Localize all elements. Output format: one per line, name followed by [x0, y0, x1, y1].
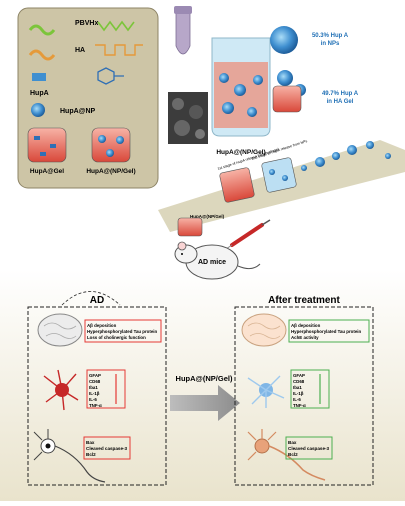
- treated-neuron-item: Bax: [288, 440, 297, 445]
- ad-neuron-item: Bcl2: [86, 452, 96, 457]
- syringe-icon: [226, 220, 270, 249]
- treatment-arrow-label: HupA@(NP/Gel): [176, 374, 233, 383]
- ad-brain-item-1: Aβ deposition: [87, 323, 117, 328]
- hupa-icon: [32, 73, 46, 81]
- treated-brain-item-2: Hyperphosphorylated Tau protein: [291, 329, 361, 334]
- ad-brain-item-2: Hyperphosphorylated Tau protein: [87, 329, 157, 334]
- treated-neuron-item: Cleaved caspase-3: [288, 446, 330, 451]
- sem-micrograph: [168, 92, 208, 144]
- ad-brain-item-3: Loss of cholinergic function: [87, 335, 146, 340]
- ad-panel-title: AD: [90, 295, 104, 306]
- treated-glia-item: Iba1: [293, 385, 302, 390]
- ad-neuron-item: Bax: [86, 440, 95, 445]
- legend-hupa-label: HupA: [30, 90, 49, 97]
- injected-gel-icon: [178, 218, 202, 236]
- treated-glia-item: TNF-α: [293, 403, 306, 408]
- hupa-np-gel-icon: [92, 128, 130, 162]
- ad-glia-item: TNF-α: [89, 403, 102, 408]
- treated-glia-item: CD68: [293, 379, 305, 384]
- legend-hupa-np-gel-label: HupA@(NP/Gel): [86, 168, 135, 175]
- hupa-gel-icon: [28, 128, 66, 162]
- treated-brain-item-3: AchE activity: [291, 335, 319, 340]
- ad-glia-item: Iba1: [89, 385, 98, 390]
- treated-glia-item: IL-1β: [293, 391, 304, 396]
- legend-box: PBVHx HA HupA HupA@NP HupA@Gel HupA@(NP/…: [18, 8, 158, 188]
- gel-percentage: 49.7% Hup A: [322, 91, 359, 97]
- treated-brain-item-1: Aβ deposition: [291, 323, 321, 328]
- np-percentage: 50.3% Hup A: [312, 33, 349, 39]
- beaker: [212, 38, 270, 136]
- treated-glia-item: GFAP: [293, 373, 305, 378]
- treated-glia-item: IL-6: [293, 397, 301, 402]
- ad-glia-item: IL-1β: [89, 391, 100, 396]
- mouse-label: AD mice: [198, 259, 226, 266]
- nanoparticle-icon: [31, 103, 45, 117]
- ad-glia-item: GFAP: [89, 373, 101, 378]
- np-location: in NPs: [321, 41, 340, 47]
- legend-hupa-gel-label: HupA@Gel: [30, 168, 64, 175]
- legend-pbvhx-label: PBVHx: [75, 20, 98, 27]
- treated-panel-title: After treatment: [268, 295, 340, 306]
- legend-ha-label: HA: [75, 47, 85, 54]
- ad-neuron-item: Cleaved caspase-3: [86, 446, 128, 451]
- ad-brain-icon: [38, 314, 82, 346]
- gel-zoom-icon: [273, 86, 301, 112]
- legend-hupa-np-label: HupA@NP: [60, 108, 96, 115]
- gel-location: in HA Gel: [327, 99, 354, 105]
- treated-brain-icon: [242, 314, 286, 346]
- treated-neuron-item: Bcl2: [288, 452, 298, 457]
- vial-image: [174, 6, 192, 54]
- np-zoom-icon: [270, 26, 298, 54]
- ad-glia-item: IL-6: [89, 397, 97, 402]
- ad-glia-item: CD68: [89, 379, 101, 384]
